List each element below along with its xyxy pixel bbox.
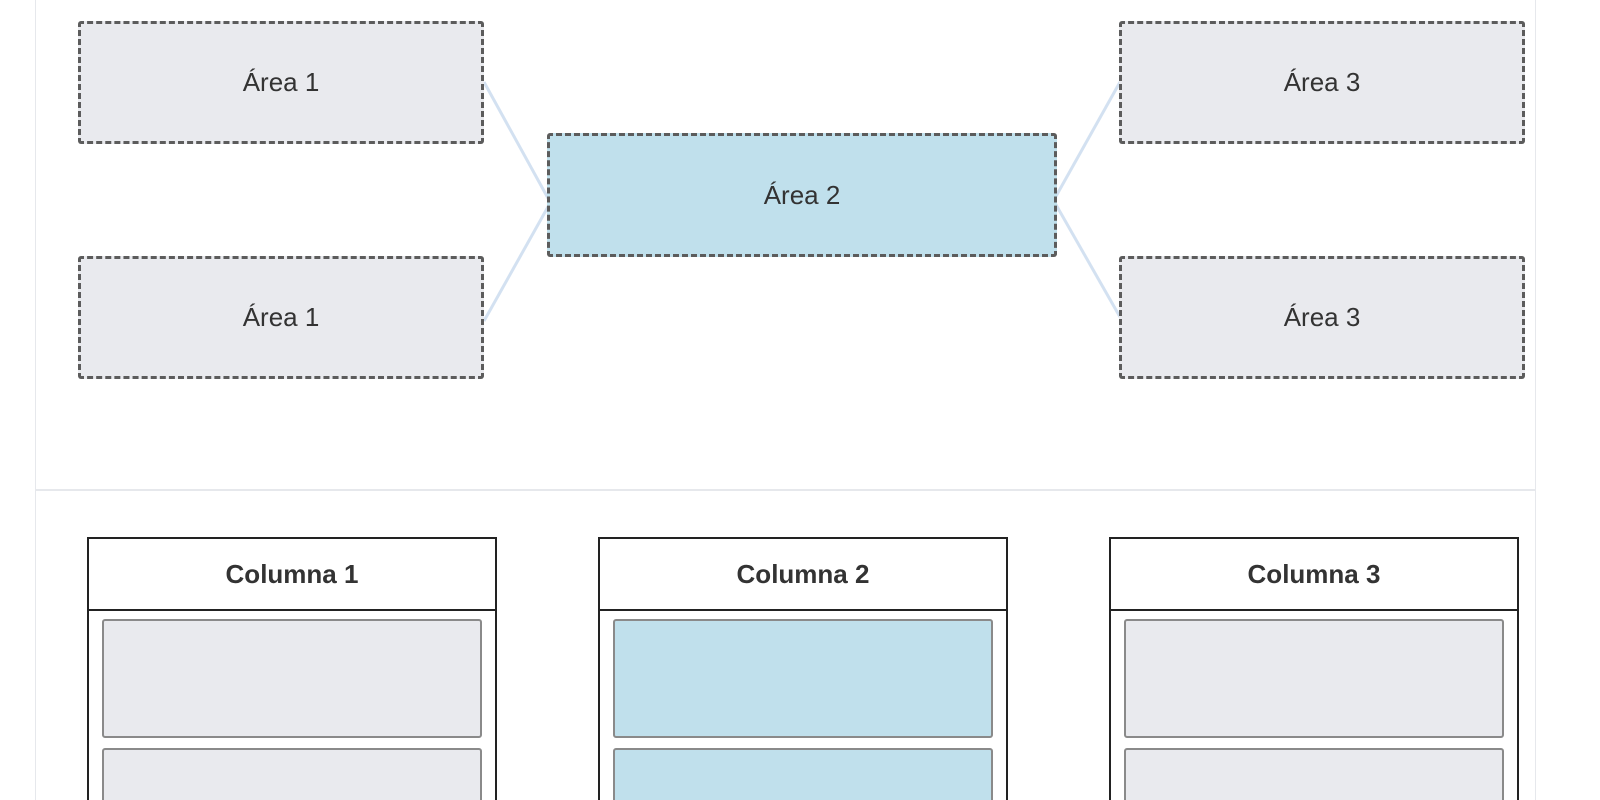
connector-area2-to-area3-bottom <box>1053 202 1122 318</box>
column-1: Columna 1 <box>87 537 497 800</box>
area-1-top-box[interactable]: Área 1 <box>78 21 484 144</box>
column-3: Columna 3 <box>1109 537 1519 800</box>
area-3-bottom-box[interactable]: Área 3 <box>1119 256 1525 379</box>
column-card[interactable] <box>1124 748 1504 800</box>
column-card[interactable] <box>1124 619 1504 738</box>
column-header: Columna 3 <box>1111 539 1517 611</box>
connector-area1-bottom-to-area2 <box>482 204 551 322</box>
connector-area1-top-to-area2 <box>482 81 551 201</box>
column-card[interactable] <box>102 748 482 800</box>
column-header: Columna 1 <box>89 539 495 611</box>
area-3-top-box[interactable]: Área 3 <box>1119 21 1525 144</box>
area-1-bottom-box[interactable]: Área 1 <box>78 256 484 379</box>
area-label: Área 2 <box>763 179 841 210</box>
column-header: Columna 2 <box>600 539 1006 611</box>
area-label: Área 1 <box>242 302 320 332</box>
area-label: Área 3 <box>1283 302 1361 332</box>
column-2: Columna 2 <box>598 537 1008 800</box>
connector-area2-to-area3-top <box>1053 81 1122 199</box>
column-card[interactable] <box>613 748 993 800</box>
area-label: Área 3 <box>1283 67 1361 97</box>
area-label: Área 1 <box>242 67 320 97</box>
section-divider <box>35 489 1536 491</box>
column-card[interactable] <box>613 619 993 738</box>
area-2-box[interactable]: Área 2 <box>547 133 1057 257</box>
column-card[interactable] <box>102 619 482 738</box>
